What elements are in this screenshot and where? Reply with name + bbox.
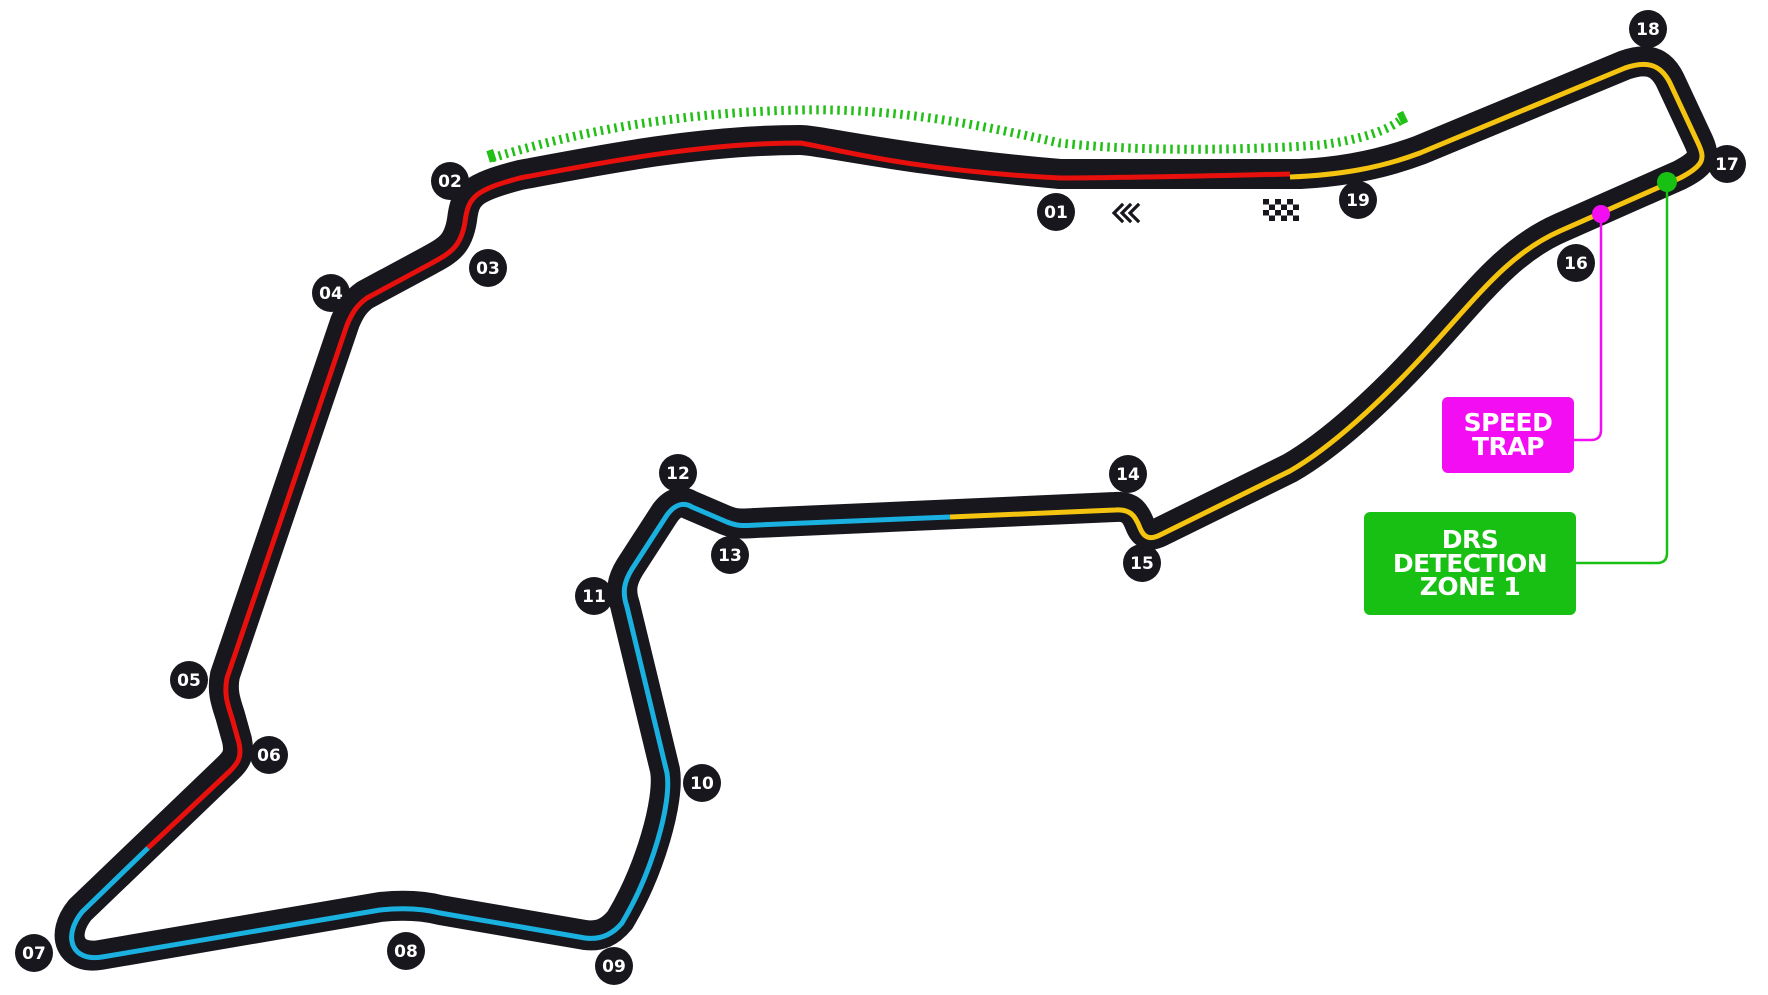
corner-number: 06 (257, 746, 281, 766)
corner-badge-circle (1037, 193, 1075, 231)
chevron-left-triple-icon (1111, 202, 1141, 224)
corner-number: 19 (1346, 191, 1370, 211)
sector-1-line (146, 140, 1291, 850)
corner-badge-14: 14 (1109, 455, 1147, 493)
corner-number: 09 (602, 957, 626, 977)
corner-badge-circle (170, 661, 208, 699)
corner-badge-07: 07 (15, 934, 53, 972)
corner-badge-circle (711, 536, 749, 574)
corner-badge-03: 03 (469, 249, 507, 287)
corner-badge-circle (659, 454, 697, 492)
corner-number: 07 (22, 944, 46, 964)
corner-number: 15 (1130, 554, 1154, 574)
corner-number: 12 (666, 464, 690, 484)
corner-number: 14 (1116, 465, 1140, 485)
corner-badge-circle (431, 162, 469, 200)
drs-detection-leader (1576, 182, 1669, 565)
drs-detection-line-1: DRS (1441, 524, 1499, 554)
drs-detection-line-3: ZONE 1 (1419, 572, 1521, 602)
drs-zone-start-marker (486, 149, 497, 163)
speed-trap-line-1: SPEED (1463, 408, 1553, 438)
corner-number: 18 (1636, 20, 1660, 40)
corner-badge-circle (1557, 244, 1595, 282)
corner-badge-16: 16 (1557, 244, 1595, 282)
speed-trap-leader (1574, 214, 1603, 442)
corner-badge-circle (469, 249, 507, 287)
corner-badge-circle (683, 764, 721, 802)
drs-zone-end-marker (1396, 110, 1409, 125)
speed-trap-marker (1592, 205, 1610, 223)
corner-badge-circle (312, 274, 350, 312)
corner-number: 04 (319, 284, 343, 304)
corner-badge-circle (1339, 181, 1377, 219)
drs-detection-marker (1657, 172, 1677, 192)
corner-number: 16 (1564, 254, 1588, 274)
corner-badge-circle (595, 947, 633, 985)
corner-badge-01: 01 (1037, 193, 1075, 231)
corner-number: 10 (690, 774, 714, 794)
corner-badge-05: 05 (170, 661, 208, 699)
corner-badge-17: 17 (1708, 145, 1746, 183)
corner-badge-02: 02 (431, 162, 469, 200)
corner-number: 01 (1044, 203, 1068, 223)
checkered-flag-icon (1263, 199, 1299, 221)
corner-badge-circle (1123, 544, 1161, 582)
speed-trap-line-2: TRAP (1472, 432, 1544, 461)
corner-number: 11 (582, 587, 606, 607)
corner-badge-06: 06 (250, 736, 288, 774)
speed-trap-callout: SPEED TRAP (1442, 397, 1574, 473)
corner-badge-04: 04 (312, 274, 350, 312)
corner-badge-08: 08 (387, 932, 425, 970)
corner-number: 17 (1715, 155, 1739, 175)
drs-detection-line-2: DETECTION (1392, 548, 1548, 578)
corner-badge-18: 18 (1629, 10, 1667, 48)
corner-badge-11: 11 (575, 577, 613, 615)
track-outline (54, 46, 1717, 971)
corner-badge-circle (15, 934, 53, 972)
corner-number: 05 (177, 671, 201, 691)
corner-number: 02 (438, 172, 462, 192)
corner-badges: 01 02 03 04 05 06 07 08 09 10 11 12 13 14 15 16 17 18 19 (15, 10, 1746, 985)
corner-badge-10: 10 (683, 764, 721, 802)
corner-badge-19: 19 (1339, 181, 1377, 219)
sector-3-line (949, 61, 1705, 541)
corner-badge-09: 09 (595, 947, 633, 985)
corner-badge-circle (1708, 145, 1746, 183)
corner-badge-15: 15 (1123, 544, 1161, 582)
corner-number: 08 (394, 942, 418, 962)
corner-badge-circle (575, 577, 613, 615)
sector-2-line (69, 501, 951, 961)
corner-number: 13 (718, 546, 742, 566)
corner-badge-circle (387, 932, 425, 970)
drs-detection-callout: DRS DETECTION ZONE 1 (1364, 512, 1576, 615)
corner-badge-circle (1109, 455, 1147, 493)
corner-badge-circle (250, 736, 288, 774)
corner-badge-13: 13 (711, 536, 749, 574)
corner-badge-12: 12 (659, 454, 697, 492)
corner-badge-circle (1629, 10, 1667, 48)
corner-number: 03 (476, 259, 500, 279)
drs-zone-marker (490, 105, 1407, 163)
